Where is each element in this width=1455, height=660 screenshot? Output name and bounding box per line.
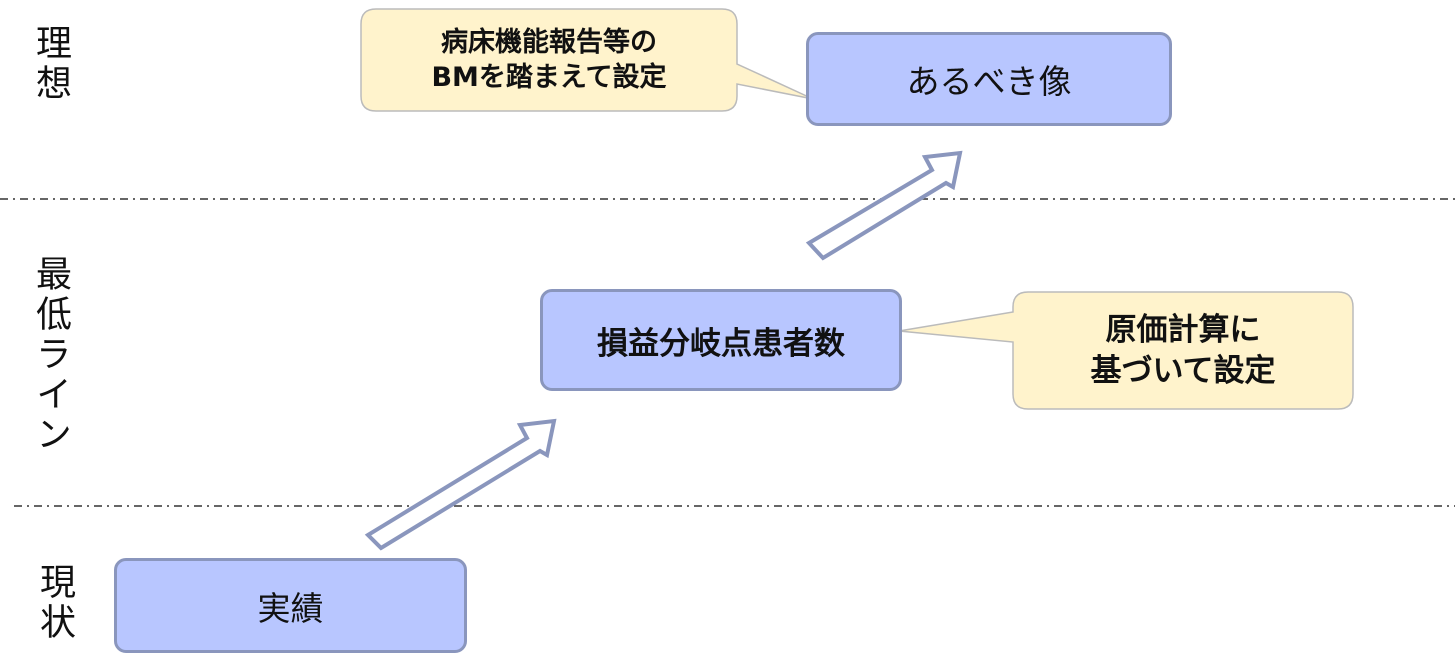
arrow-actual-to-breakeven — [364, 418, 557, 551]
level-label-current: 現状 — [34, 563, 75, 643]
callout-cost-line2: 基づいて設定 — [1090, 352, 1276, 389]
actual-box: 実績 — [114, 558, 467, 653]
callout-benchmark-bubble — [360, 8, 814, 112]
level-label-minimum: 最低ライン — [30, 255, 71, 455]
level-label-ideal: 理想 — [30, 24, 71, 104]
callout-benchmark-line2: BMを踏まえて設定 — [431, 62, 667, 93]
callout-benchmark-line1: 病床機能報告等の — [440, 26, 657, 58]
ideal-box: あるべき像 — [806, 32, 1172, 126]
callout-cost-text: 原価計算に 基づいて設定 — [1013, 292, 1353, 409]
callout-cost-line1: 原価計算に — [1105, 312, 1261, 349]
breakeven-box: 損益分岐点患者数 — [540, 289, 902, 391]
arrow-breakeven-to-ideal — [805, 150, 963, 261]
callout-benchmark-text: 病床機能報告等の BMを踏まえて設定 — [361, 9, 737, 111]
callout-cost-bubble — [898, 291, 1354, 410]
